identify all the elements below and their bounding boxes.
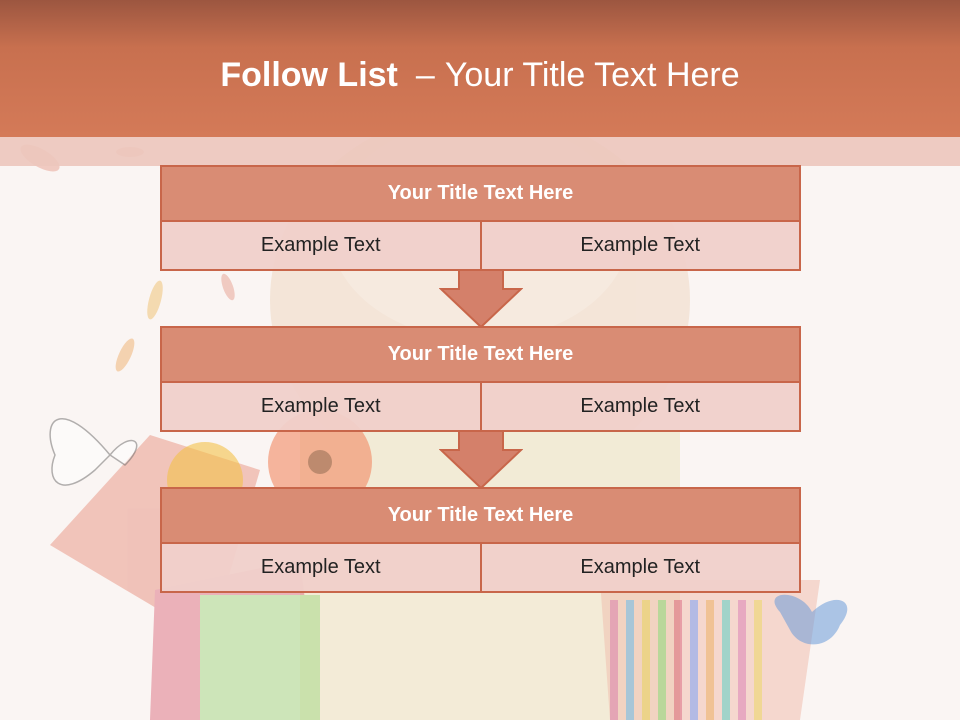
block-2-title[interactable]: Your Title Text Here — [160, 326, 801, 383]
butterfly-right-art — [774, 594, 848, 645]
block-1-cell-left[interactable]: Example Text — [160, 222, 481, 271]
block-3-cell-left[interactable]: Example Text — [160, 544, 481, 593]
block-2-cell-left[interactable]: Example Text — [160, 383, 481, 432]
slide-title-separator: – — [415, 56, 435, 94]
title-banner — [0, 0, 960, 137]
list-block-2[interactable]: Your Title Text Here Example Text Exampl… — [160, 326, 801, 432]
slide-title-rest: Your Title Text Here — [444, 56, 740, 94]
down-arrow-2-icon — [439, 430, 523, 490]
block-2-row: Example Text Example Text — [160, 383, 801, 432]
block-3-row: Example Text Example Text — [160, 544, 801, 593]
block-1-row: Example Text Example Text — [160, 222, 801, 271]
down-arrow-1-icon — [439, 269, 523, 329]
list-block-1[interactable]: Your Title Text Here Example Text Exampl… — [160, 165, 801, 271]
block-2-cell-right[interactable]: Example Text — [480, 383, 801, 432]
block-3-cell-right[interactable]: Example Text — [480, 544, 801, 593]
slide-title-bold: Follow List — [220, 56, 398, 94]
shopping-bags-art — [50, 435, 820, 720]
block-3-title[interactable]: Your Title Text Here — [160, 487, 801, 544]
block-1-cell-right[interactable]: Example Text — [480, 222, 801, 271]
title-banner-strip — [0, 137, 960, 166]
block-1-title[interactable]: Your Title Text Here — [160, 165, 801, 222]
slide-title[interactable]: Follow List–Your Title Text Here — [0, 52, 960, 98]
list-block-3[interactable]: Your Title Text Here Example Text Exampl… — [160, 487, 801, 593]
butterfly-left-art — [49, 418, 138, 486]
